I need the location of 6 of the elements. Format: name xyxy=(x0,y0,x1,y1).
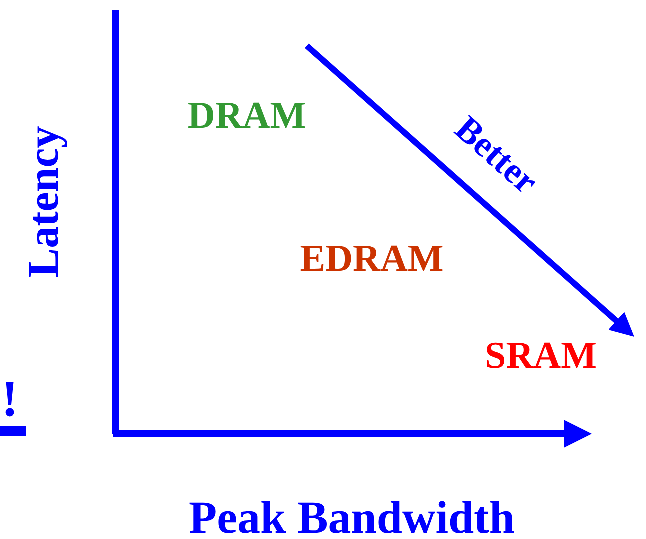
memory-type-label: DRAM xyxy=(188,97,306,135)
axis-title: Peak Bandwidth xyxy=(189,495,515,539)
memory-type-label: SRAM xyxy=(485,337,597,375)
memory-type-label: EDRAM xyxy=(300,240,444,278)
exclamation-mark: ! xyxy=(1,374,19,426)
axis-title: Latency xyxy=(22,126,66,278)
